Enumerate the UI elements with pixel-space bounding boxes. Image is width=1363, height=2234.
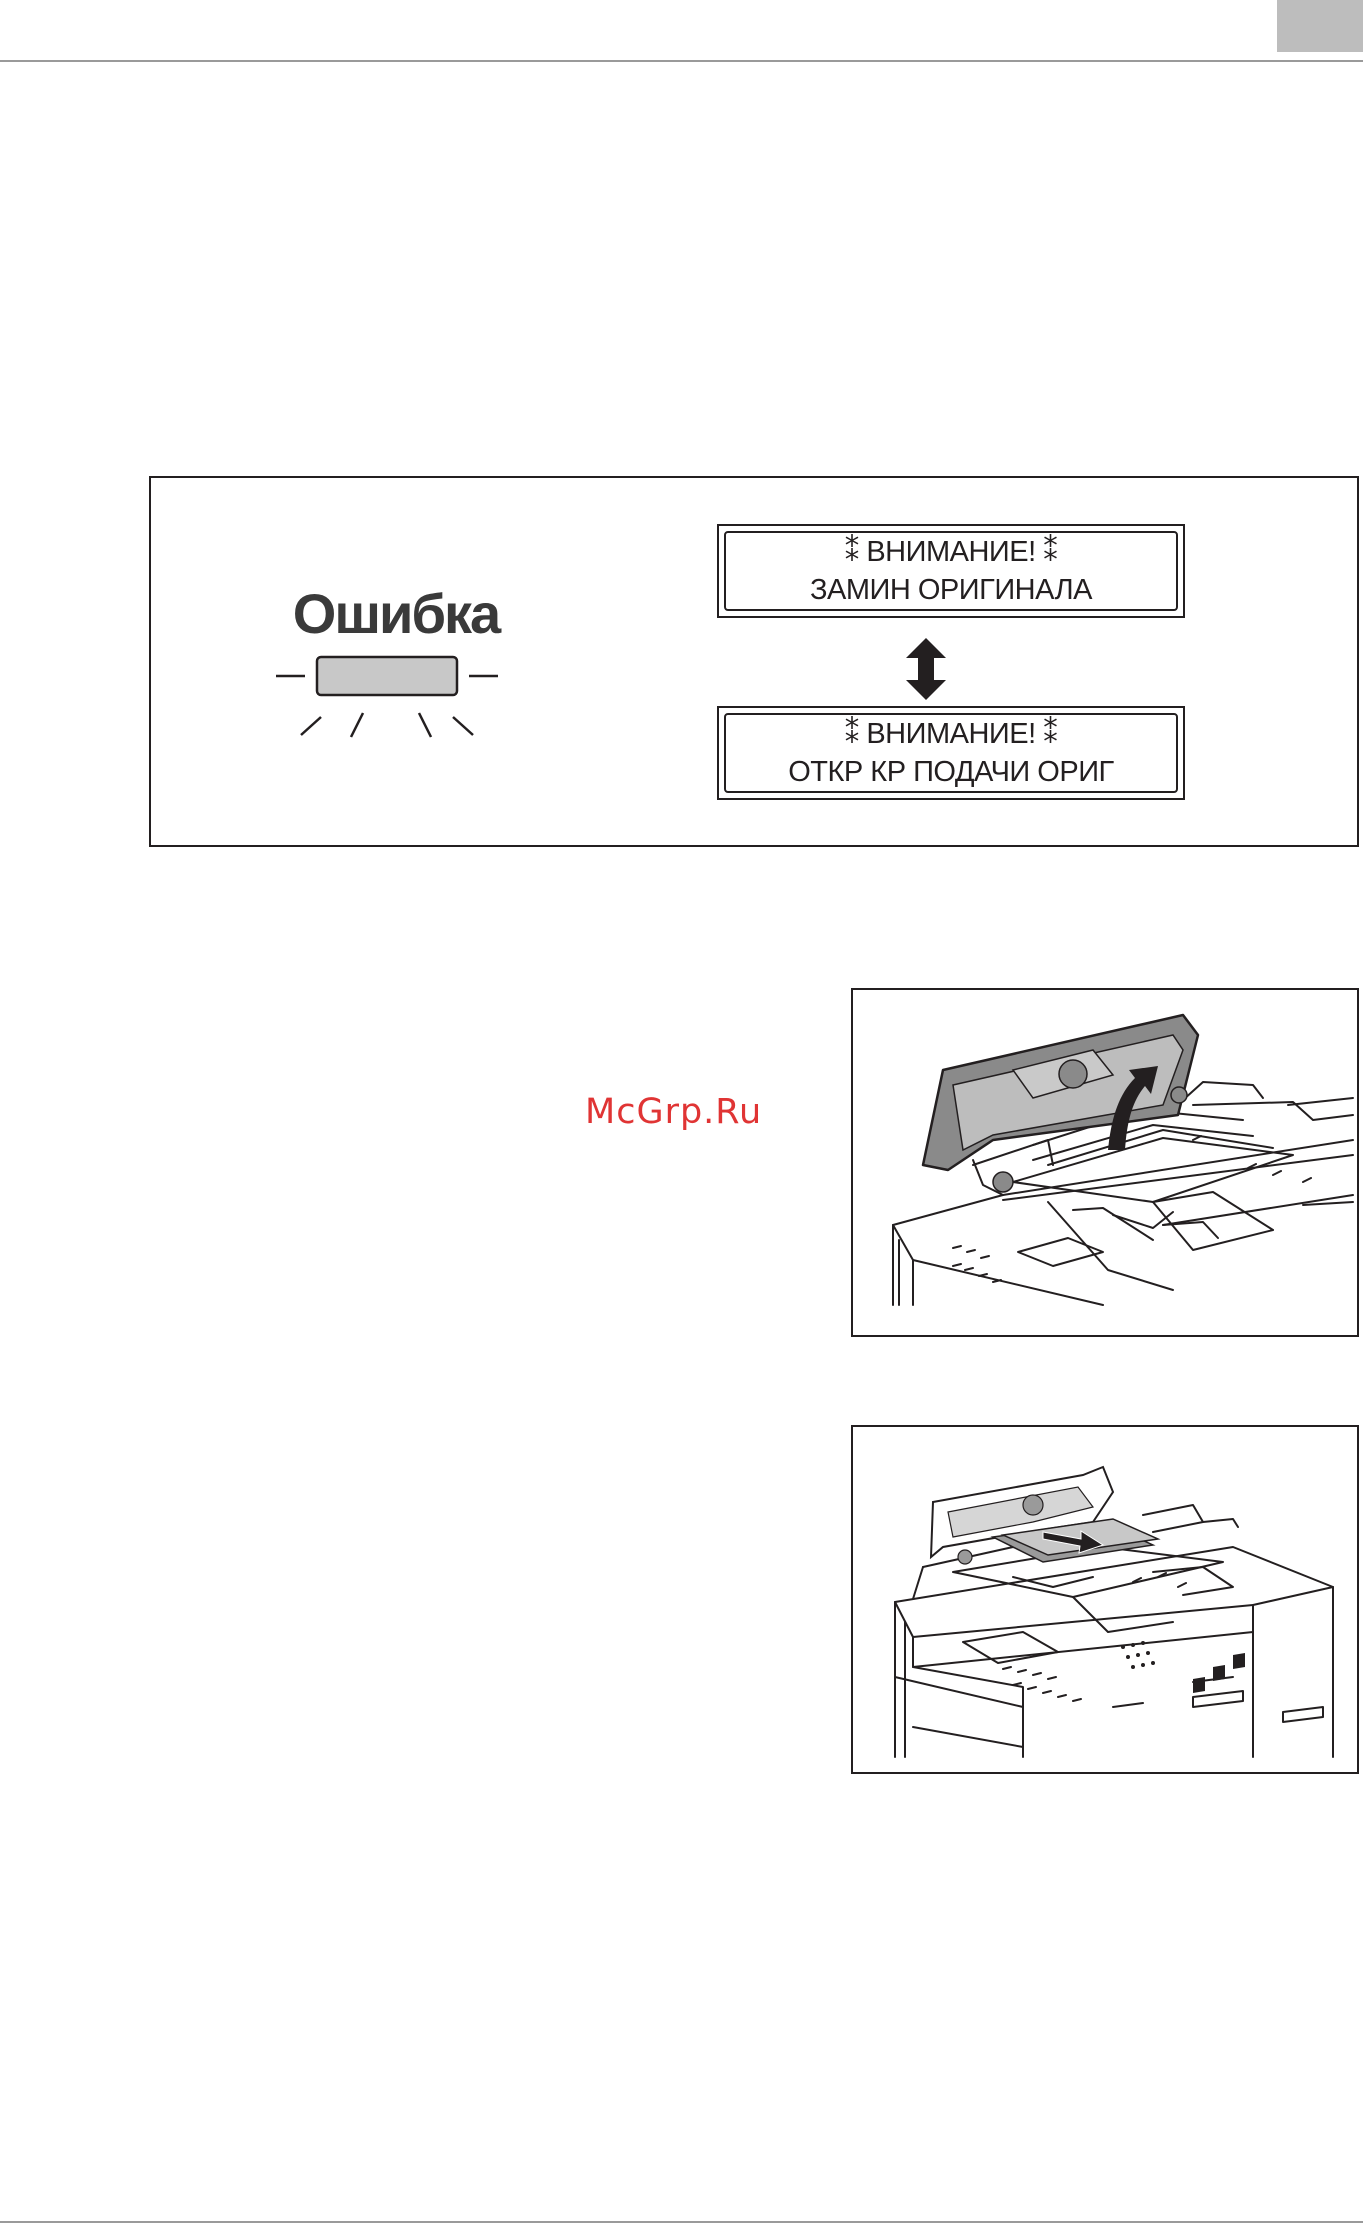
display-screen-open-cover-line: ОТКР КР ПОДАЧИ ОРИГ — [719, 754, 1183, 790]
illustration-remove-jammed-original — [851, 1425, 1359, 1774]
illustration-open-feeder-cover — [851, 988, 1359, 1337]
error-lamp-icon — [271, 653, 511, 743]
double-arrow-vertical-icon — [904, 638, 948, 700]
error-indicator-panel: Ошибка ⁑ ВНИМАНИЕ! ⁑ ЗАМИН ОРИГИНАЛА ⁑ В… — [149, 476, 1359, 847]
footer-rule — [0, 2221, 1363, 2223]
display-screen-warning-line: ⁑ ВНИМАНИЕ! ⁑ — [719, 534, 1183, 570]
display-screen-warning-line: ⁑ ВНИМАНИЕ! ⁑ — [719, 716, 1183, 752]
error-indicator-label: Ошибка — [291, 581, 501, 646]
page-corner-tab — [1277, 0, 1363, 52]
display-screen-open-cover-message: ⁑ ВНИМАНИЕ! ⁑ ОТКР КР ПОДАЧИ ОРИГ — [717, 706, 1185, 800]
copier-remove-paper-drawing — [853, 1427, 1357, 1772]
display-screen-jam-line: ЗАМИН ОРИГИНАЛА — [719, 572, 1183, 608]
copier-open-cover-drawing — [853, 990, 1357, 1335]
display-screen-jam-message: ⁑ ВНИМАНИЕ! ⁑ ЗАМИН ОРИГИНАЛА — [717, 524, 1185, 618]
header-rule — [0, 60, 1363, 62]
watermark-text: McGrp.Ru — [585, 1092, 762, 1132]
